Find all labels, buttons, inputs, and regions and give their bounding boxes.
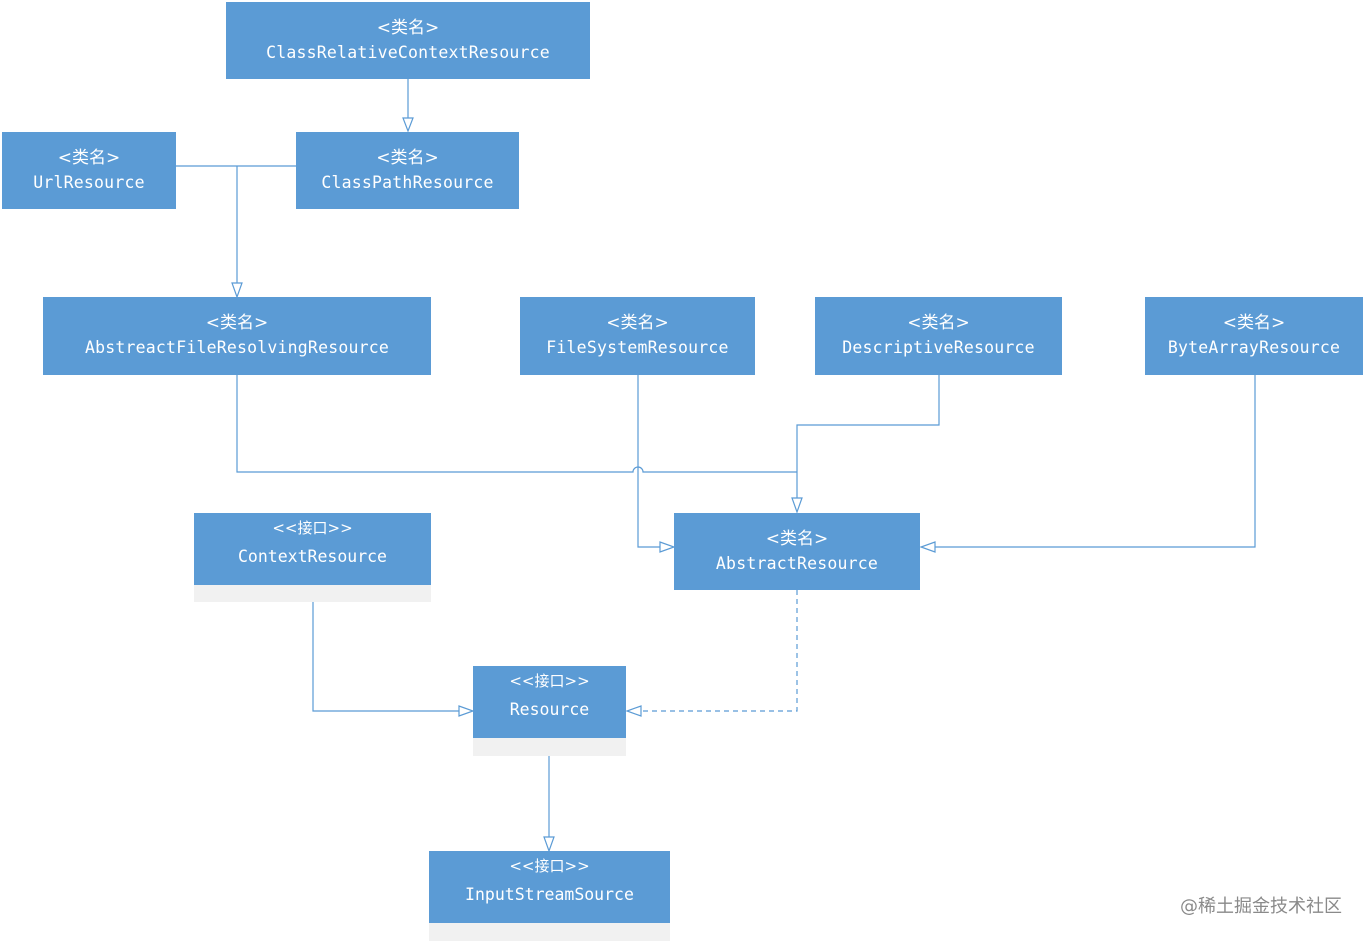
interface-name: Resource [509, 700, 590, 719]
class-name: ClassPathResource [321, 172, 494, 192]
arrow-inputstream [543, 836, 555, 853]
stereotype-label: <<接口>> [509, 672, 590, 690]
arrow-abstractresource-top [791, 497, 803, 514]
edge-contextresource-to-resource [312, 602, 459, 712]
class-box-classrelativecontextresource[interactable]: <类名> ClassRelativeContextResource [226, 2, 590, 79]
class-box-descriptiveresource[interactable]: <类名> DescriptiveResource [815, 297, 1062, 375]
interface-compartment [473, 738, 626, 756]
class-box-bytearrayresource[interactable]: <类名> ByteArrayResource [1145, 297, 1363, 375]
arrow-classpath [402, 117, 414, 133]
interface-header: <<接口>> ContextResource [194, 513, 431, 585]
class-name: FileSystemResource [546, 338, 729, 357]
interface-compartment [194, 585, 431, 602]
interface-compartment [429, 923, 670, 941]
class-name: UrlResource [33, 172, 145, 192]
class-box-abstreactfileresolvingresource[interactable]: <类名> AbstreactFileResolvingResource [43, 297, 431, 375]
class-name: AbstractResource [715, 553, 879, 573]
watermark: @稀土掘金技术社区 [1180, 896, 1342, 917]
stereotype-label: <<接口>> [509, 857, 590, 875]
interface-box-inputstreamsource[interactable]: <<接口>> InputStreamSource [429, 851, 670, 941]
stereotype-label: <类名> [606, 313, 669, 333]
stereotype-label: <类名> [376, 147, 439, 168]
class-name: ByteArrayResource [1167, 338, 1341, 357]
interface-box-resource[interactable]: <<接口>> Resource [473, 666, 626, 756]
class-name: DescriptiveResource [842, 338, 1035, 357]
stereotype-label: <<接口>> [272, 519, 353, 537]
class-box-abstractresource[interactable]: <类名> AbstractResource [674, 513, 920, 590]
interface-box-contextresource[interactable]: <<接口>> ContextResource [194, 513, 431, 602]
interface-header: <<接口>> Resource [473, 666, 626, 738]
stereotype-label: <类名> [1222, 313, 1286, 333]
edge-abstractresource-to-resource [641, 590, 798, 712]
interface-header: <<接口>> InputStreamSource [429, 851, 670, 923]
edge-abstractfile-to-abstractresource [236, 375, 797, 473]
stereotype-label: <类名> [205, 313, 269, 333]
class-box-filesystemresource[interactable]: <类名> FileSystemResource [520, 297, 755, 375]
edge-descriptive-to-abstractresource [796, 375, 940, 498]
stereotype-label: <类名> [765, 528, 829, 549]
class-box-urlresource[interactable]: <类名> UrlResource [2, 132, 176, 209]
stereotype-label: <类名> [57, 147, 121, 168]
interface-name: InputStreamSource [465, 885, 634, 904]
class-name: ClassRelativeContextResource [266, 42, 550, 62]
edge-filesystem-to-abstractresource [637, 375, 660, 548]
class-box-classpathresource[interactable]: <类名> ClassPathResource [296, 132, 519, 209]
arrow-abstractfile [231, 282, 243, 299]
arrow-abstractresource-right [919, 541, 936, 553]
arrow-resource-right [625, 705, 642, 717]
stereotype-label: <类名> [907, 313, 970, 333]
interface-name: ContextResource [237, 547, 387, 566]
arrow-resource-left [458, 705, 475, 717]
edge-bytearray-to-abstractresource [935, 375, 1256, 548]
arrow-abstractresource-left [659, 541, 676, 553]
stereotype-label: <类名> [376, 17, 440, 38]
class-name: AbstreactFileResolvingResource [84, 338, 389, 357]
